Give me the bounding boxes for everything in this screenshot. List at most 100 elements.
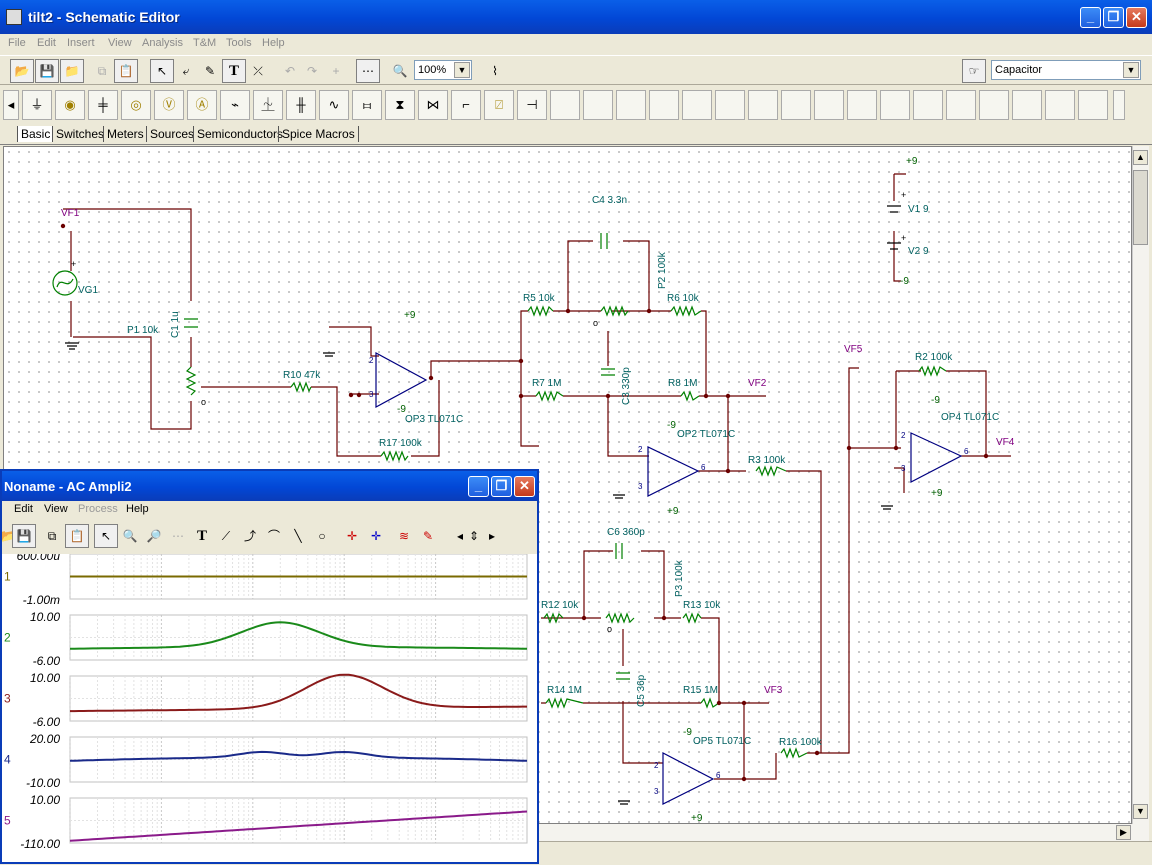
tab-basic[interactable]: Basic	[17, 126, 54, 142]
select-arrow-icon[interactable]: ↖	[94, 524, 118, 548]
menu-file[interactable]: File	[8, 37, 26, 49]
empty-slot[interactable]	[781, 90, 811, 120]
menu-help[interactable]: Help	[262, 37, 285, 49]
line-icon[interactable]: ╲	[294, 529, 302, 543]
empty-slot[interactable]	[649, 90, 679, 120]
ac-analysis-window[interactable]: Noname - AC Ampli2 _ ❐ ✕ Edit View Proce…	[0, 469, 539, 864]
paste-icon[interactable]: 📋	[114, 59, 138, 83]
grid-icon[interactable]: ⋯	[356, 59, 380, 83]
grid-icon[interactable]: ⋯	[172, 529, 184, 543]
empty-slot[interactable]	[913, 90, 943, 120]
empty-slot[interactable]	[748, 90, 778, 120]
voltage-source-icon[interactable]: ◎	[121, 90, 151, 120]
app-icon[interactable]	[6, 9, 22, 25]
zoom-icon[interactable]: 🔍	[392, 64, 408, 78]
empty-slot[interactable]	[550, 90, 580, 120]
transformer-icon[interactable]: ⧦	[352, 90, 382, 120]
scroll-down-icon[interactable]: ▼	[1133, 804, 1148, 819]
capacitor-icon[interactable]: ╫	[286, 90, 316, 120]
text-tool-icon[interactable]: T	[222, 59, 246, 83]
scroll-left-icon[interactable]: ◂	[3, 90, 19, 120]
scroll-thumb[interactable]	[1133, 170, 1148, 245]
component-pick-icon[interactable]: ☞	[962, 59, 986, 83]
circle-icon[interactable]: ○	[318, 529, 326, 543]
cursor-b-icon[interactable]: ✛	[370, 529, 382, 543]
undo-icon[interactable]: ↶	[284, 64, 296, 78]
probe-icon[interactable]: ⌇	[492, 64, 498, 78]
curve-tool-icon[interactable]: ⌒	[267, 529, 280, 543]
sub-menu-process[interactable]: Process	[78, 503, 118, 515]
resistor-icon[interactable]: ⌁	[220, 90, 250, 120]
sub-menu-help[interactable]: Help	[126, 503, 149, 515]
cursor-a-icon[interactable]: ✛	[346, 529, 358, 543]
sub-minimize-button[interactable]: _	[468, 476, 489, 497]
menu-view[interactable]: View	[108, 37, 132, 49]
tab-semiconductors[interactable]: Semiconductors	[193, 126, 286, 142]
empty-slot[interactable]	[583, 90, 613, 120]
select-arrow-icon[interactable]: ↖	[150, 59, 174, 83]
sub-close-button[interactable]: ✕	[514, 476, 535, 497]
up-down-icon[interactable]: ⇕	[468, 529, 480, 543]
inductor-icon[interactable]: ∿	[319, 90, 349, 120]
paste-icon[interactable]: 📋	[65, 524, 89, 548]
bulb-icon[interactable]: ◉	[55, 90, 85, 120]
battery-icon[interactable]: ╪	[88, 90, 118, 120]
redo-icon[interactable]: ↷	[306, 64, 318, 78]
component-select[interactable]: Capacitor ▼	[991, 60, 1141, 80]
open-folder-icon[interactable]: 📂	[10, 59, 34, 83]
empty-slot[interactable]	[946, 90, 976, 120]
terminal-icon[interactable]: ⊣	[517, 90, 547, 120]
empty-slot[interactable]	[814, 90, 844, 120]
restore-button[interactable]: ❐	[1103, 7, 1124, 28]
coupled-inductor-icon[interactable]: ⧗	[385, 90, 415, 120]
switch-icon[interactable]: ⌐	[451, 90, 481, 120]
tab-sources[interactable]: Sources	[146, 126, 197, 142]
text-tool-icon[interactable]: T	[196, 528, 207, 544]
trace-add-icon[interactable]: ≋	[398, 529, 410, 543]
menu-tools[interactable]: Tools	[226, 37, 252, 49]
crosshair-icon[interactable]: +	[332, 64, 340, 78]
schematic-canvas[interactable]: VF1 VG1 C1 1u P1 10k R10 47k OP3 TL071C …	[3, 146, 1132, 824]
menu-insert[interactable]: Insert	[67, 37, 95, 49]
empty-slot[interactable]	[1012, 90, 1042, 120]
zoom-full-icon[interactable]: 🔎	[146, 529, 162, 543]
tab-switches[interactable]: Switches	[52, 126, 107, 142]
probe-icon[interactable]: ✎	[422, 529, 434, 543]
step-left-icon[interactable]: ◂	[456, 529, 464, 543]
scroll-right-icon[interactable]: ▶	[1116, 825, 1131, 840]
pen-icon[interactable]: ✎	[204, 64, 216, 78]
vertical-scrollbar[interactable]: ▲ ▼	[1132, 146, 1149, 824]
close-button[interactable]: ✕	[1126, 7, 1147, 28]
voltmeter-icon[interactable]: Ⓥ	[154, 90, 184, 120]
arrow-tool-icon[interactable]: ⤴	[243, 529, 256, 543]
empty-slot[interactable]	[979, 90, 1009, 120]
tab-meters[interactable]: Meters	[103, 126, 147, 142]
sub-menu-edit[interactable]: Edit	[14, 503, 33, 515]
scroll-up-icon[interactable]: ▲	[1133, 150, 1148, 165]
empty-slot[interactable]	[880, 90, 910, 120]
ammeter-icon[interactable]: Ⓐ	[187, 90, 217, 120]
ground-icon[interactable]: ⏚	[22, 90, 52, 120]
line-tool-icon[interactable]: ⟋	[221, 529, 231, 543]
empty-slot[interactable]	[847, 90, 877, 120]
empty-slot[interactable]	[715, 90, 745, 120]
empty-slot[interactable]	[682, 90, 712, 120]
minimize-button[interactable]: _	[1080, 7, 1101, 28]
zoom-select[interactable]: 100% ▼	[414, 60, 472, 80]
sub-maximize-button[interactable]: ❐	[491, 476, 512, 497]
save-icon[interactable]: 💾	[35, 59, 59, 83]
potentiometer-icon[interactable]: ⏈	[253, 90, 283, 120]
menu-edit[interactable]: Edit	[37, 37, 56, 49]
save-icon[interactable]: 💾	[12, 524, 36, 548]
copy-icon[interactable]: ⧉	[47, 529, 57, 543]
menu-analysis[interactable]: Analysis	[142, 37, 183, 49]
empty-slot[interactable]	[1045, 90, 1075, 120]
empty-slot[interactable]	[616, 90, 646, 120]
open-icon[interactable]: 📁	[60, 59, 84, 83]
zoom-in-icon[interactable]: 🔍	[122, 529, 138, 543]
wire-icon[interactable]: ⤶	[182, 64, 190, 78]
copy-icon[interactable]: ⧉	[97, 64, 107, 78]
step-right-icon[interactable]: ▸	[488, 529, 496, 543]
sub-menu-view[interactable]: View	[44, 503, 68, 515]
